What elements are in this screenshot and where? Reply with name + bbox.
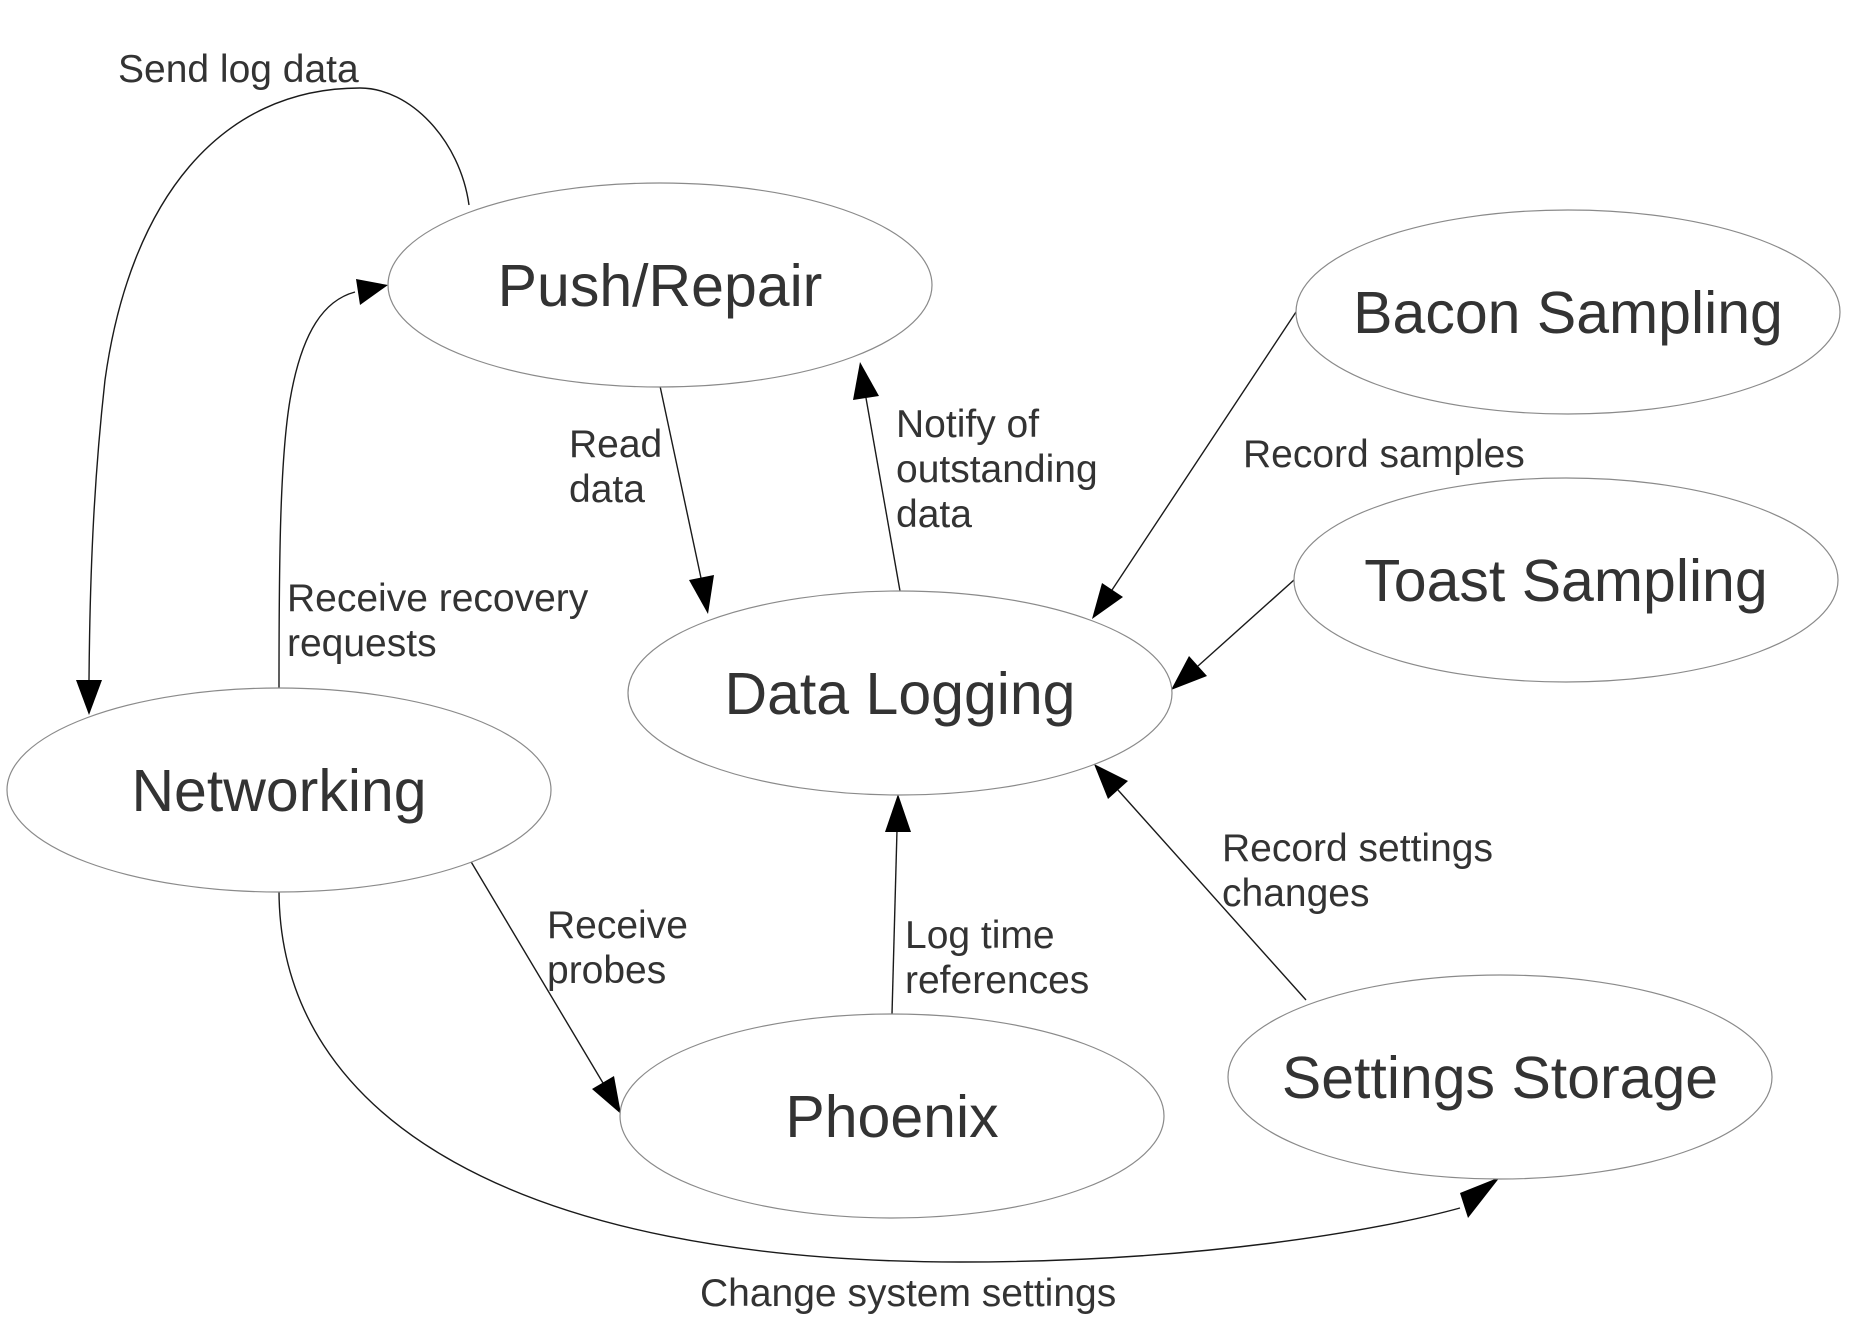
edge-label-record-samples: Record samples xyxy=(1243,433,1525,476)
arrowhead-icon xyxy=(1171,656,1207,690)
edge-label-receive-recovery: Receive recovery requests xyxy=(287,577,599,665)
node-label-toast-sampling: Toast Sampling xyxy=(1364,548,1767,614)
edge-label-log-time: Log time references xyxy=(905,914,1089,1002)
edge-record-settings xyxy=(1094,764,1307,1001)
edge-receive-probes xyxy=(469,859,621,1114)
node-label-settings-storage: Settings Storage xyxy=(1282,1045,1718,1111)
edge-receive-recovery xyxy=(278,279,388,689)
arrowhead-icon xyxy=(356,279,388,305)
arrowhead-icon xyxy=(689,575,714,614)
edge-label-notify: Notify of outstanding data xyxy=(896,403,1109,536)
node-push-repair: Push/Repair xyxy=(387,182,933,388)
node-label-push-repair: Push/Repair xyxy=(498,253,823,319)
edge-change-settings xyxy=(278,889,1500,1263)
node-bacon-sampling: Bacon Sampling xyxy=(1295,209,1841,415)
edge-send-log-data xyxy=(76,87,470,715)
edge-record-samples-toast xyxy=(1171,579,1295,690)
edge-log-time xyxy=(885,794,911,1015)
edge-notify xyxy=(853,362,901,592)
node-toast-sampling: Toast Sampling xyxy=(1293,477,1839,683)
edge-record-samples-bacon xyxy=(1092,311,1297,619)
arrowhead-icon xyxy=(885,794,911,832)
node-label-phoenix: Phoenix xyxy=(785,1084,998,1150)
arrowhead-icon xyxy=(1094,764,1128,799)
node-label-data-logging: Data Logging xyxy=(724,661,1075,727)
arrowhead-icon xyxy=(853,362,879,400)
arrowhead-icon xyxy=(1460,1177,1500,1218)
edge-read-data xyxy=(659,385,714,614)
node-networking: Networking xyxy=(6,687,552,893)
node-phoenix: Phoenix xyxy=(619,1013,1165,1219)
edge-label-read-data: Read data xyxy=(569,423,673,511)
node-label-bacon-sampling: Bacon Sampling xyxy=(1353,280,1783,346)
node-settings-storage: Settings Storage xyxy=(1227,974,1773,1180)
arrowhead-icon xyxy=(1092,583,1123,619)
node-data-logging: Data Logging xyxy=(627,590,1173,796)
node-label-networking: Networking xyxy=(131,758,426,824)
edge-label-change-settings: Change system settings xyxy=(700,1272,1116,1315)
arrowhead-icon xyxy=(76,680,102,715)
edge-label-send-log-data: Send log data xyxy=(118,48,359,91)
edge-label-receive-probes: Receive probes xyxy=(547,904,699,992)
arrowhead-icon xyxy=(592,1076,621,1114)
edge-label-record-settings: Record settings changes xyxy=(1222,827,1504,915)
